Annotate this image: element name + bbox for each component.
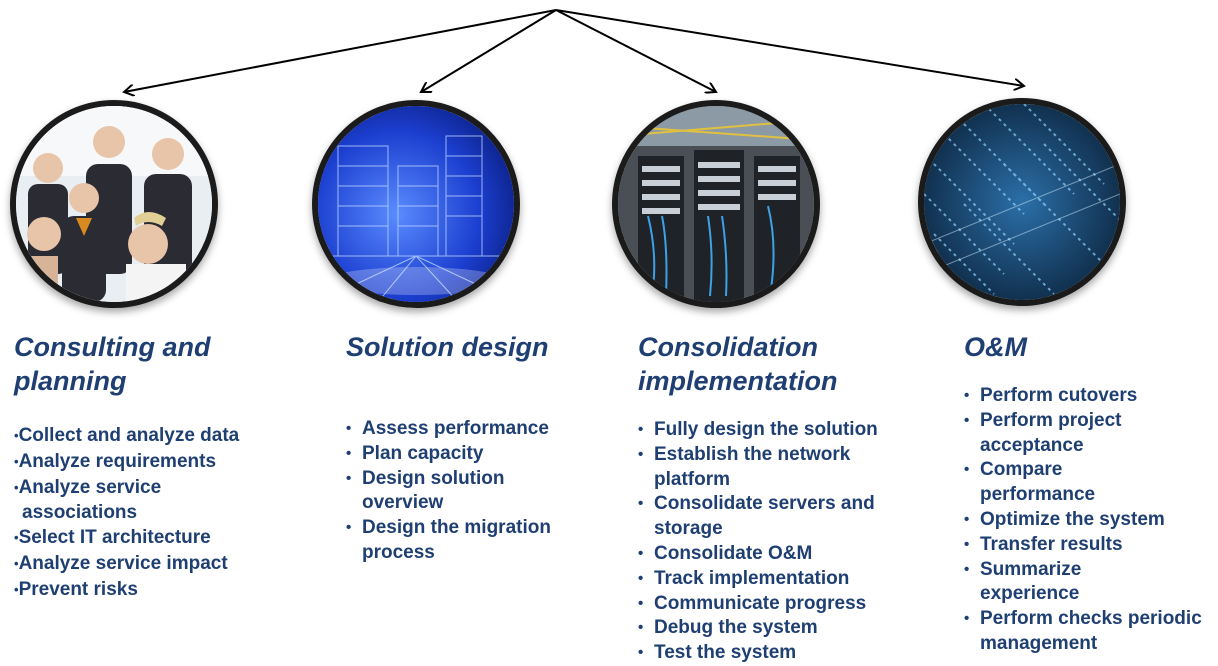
list-item: Optimize the system <box>964 508 1214 533</box>
list-item: Assess performance <box>346 417 586 442</box>
list-item: Perform cutovers <box>964 384 1214 409</box>
list-item: Compare performance <box>964 458 1130 508</box>
consulting-planning-title: Consulting and planning <box>14 332 211 396</box>
om-title: O&M <box>964 332 1027 362</box>
data-stream-image <box>918 98 1126 306</box>
arrow-to-consulting <box>124 9 557 92</box>
solution-design-title: Solution design <box>346 332 549 362</box>
list-item: Test the system <box>638 641 918 666</box>
list-item: Perform checks periodic management <box>964 607 1218 657</box>
list-item: Prevent risks <box>14 578 299 604</box>
list-item: Transfer results <box>964 533 1214 558</box>
business-team-image <box>10 100 218 308</box>
list-item: Collect and analyze data <box>14 424 299 450</box>
list-item: Establish the network platform <box>638 443 894 493</box>
consulting-planning-list: Collect and analyze data Analyze require… <box>14 424 299 604</box>
arrow-to-solution-design <box>421 9 557 92</box>
server-rack-image <box>612 100 820 308</box>
arrow-to-om <box>555 9 1024 86</box>
list-item: Perform project acceptance <box>964 409 1170 459</box>
list-item: Select IT architecture <box>14 526 299 552</box>
wireframe-building-image <box>312 100 520 308</box>
list-item: Consolidate servers and storage <box>638 492 924 542</box>
consolidation-implementation-list: Fully design the solution Establish the … <box>638 418 918 666</box>
list-item: Fully design the solution <box>638 418 918 443</box>
list-item: Design solution overview <box>346 467 532 517</box>
list-item: Plan capacity <box>346 442 586 467</box>
consolidation-implementation-title: Consolidation implementation <box>638 332 838 396</box>
list-item: Analyze service associations <box>14 476 212 527</box>
list-item: Design the migration process <box>346 516 592 566</box>
list-item: Communicate progress <box>638 592 918 617</box>
solution-design-list: Assess performance Plan capacity Design … <box>346 417 586 566</box>
list-item: Summarize experience <box>964 558 1120 608</box>
list-item: Track implementation <box>638 567 918 592</box>
list-item: Debug the system <box>638 616 918 641</box>
list-item: Analyze requirements <box>14 450 299 476</box>
list-item: Consolidate O&M <box>638 542 918 567</box>
arrow-to-consolidation <box>555 9 716 92</box>
om-list: Perform cutovers Perform project accepta… <box>964 384 1214 657</box>
list-item: Analyze service impact <box>14 552 299 578</box>
